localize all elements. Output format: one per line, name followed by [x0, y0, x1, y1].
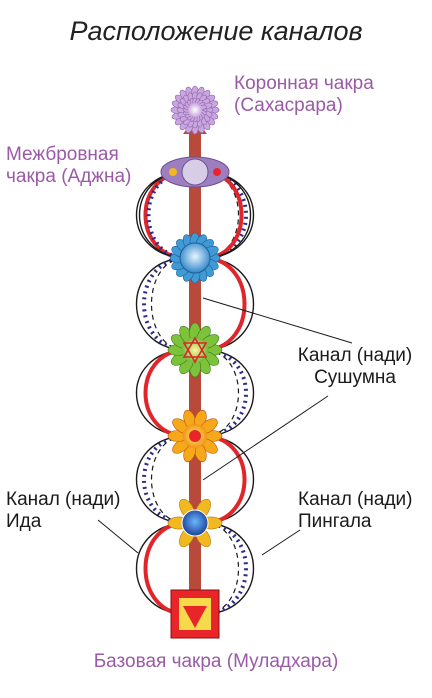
ida-channel-segment: [206, 521, 248, 616]
pingala-label: Канал (нади) Пингала: [298, 489, 412, 533]
ten-petal-lotus-icon: [167, 409, 223, 463]
ida-channel-segment: [142, 256, 184, 352]
sushumna-label-line2: Сушумна: [314, 366, 396, 388]
sushumna-leader-line: [202, 297, 353, 344]
root-triangle: [183, 606, 207, 628]
solar-center: [189, 430, 201, 442]
ida-label-line1: Канал (нади): [6, 489, 121, 510]
pingala-channel-segment: [206, 434, 247, 525]
four-petal-lotus-icon: [170, 589, 220, 639]
diagram-title: Расположение каналов: [69, 16, 363, 46]
brow-chakra-label: Межбровная чакра (Аджна): [6, 144, 131, 188]
inner-dashed-arc: [206, 349, 239, 437]
crown-chakra-label-line2: (Сахасрара): [234, 94, 343, 116]
sacral-core: [181, 509, 209, 537]
heart-star-down: [182, 342, 208, 364]
ida-channel-segment: [146, 170, 184, 260]
inner-dashed-arc: [206, 522, 239, 615]
sushumna-label: Канал (нади) Сушумна: [284, 345, 426, 389]
root-chakra-label: Базовая чакра (Муладхара): [93, 651, 339, 672]
six-petal-lotus-icon: [167, 498, 223, 548]
outer-arc-right: [206, 522, 254, 615]
ida-leader-line: [97, 519, 139, 554]
crown-chakra-label-line1: Коронная чакра: [234, 73, 374, 94]
throat-core: [179, 242, 211, 274]
crown-chakra-label: Коронная чакра (Сахасрара): [234, 73, 374, 117]
sushumna-leader-line-2: [202, 395, 329, 481]
two-petal-lotus-icon: [160, 156, 230, 188]
outer-arc-left: [136, 257, 184, 351]
brow-chakra-label-line1: Межбровная: [6, 144, 119, 165]
brow-chakra-label-line2: чакра (Аджна): [6, 165, 132, 187]
sushumna-label-line1: Канал (нади): [297, 345, 413, 366]
inner-dashed-arc: [151, 435, 184, 524]
brow-dot-left: [169, 168, 177, 176]
crown-core: [188, 103, 202, 117]
brow-core: [181, 158, 209, 186]
ida-label-line2: Ида: [6, 510, 42, 532]
twelve-petal-lotus-icon: [167, 322, 223, 378]
sixteen-petal-lotus-icon: [169, 232, 221, 284]
pingala-label-line2: Пингала: [298, 510, 372, 532]
sushumna-channel: [189, 130, 201, 630]
brow-dot-right: [213, 168, 221, 176]
pingala-label-line1: Канал (нади): [298, 489, 413, 510]
pingala-channel-segment: [143, 521, 184, 616]
heart-star-up: [182, 336, 208, 358]
ida-label: Канал (нади) Ида: [6, 489, 120, 533]
heart-core: [182, 337, 208, 363]
pingala-leader-line: [261, 529, 301, 556]
pingala-channel-segment: [143, 348, 184, 438]
inner-dashed-arc: [151, 257, 184, 351]
pingala-channel-segment: [206, 256, 247, 352]
thousand-petal-lotus-icon: [170, 85, 220, 135]
